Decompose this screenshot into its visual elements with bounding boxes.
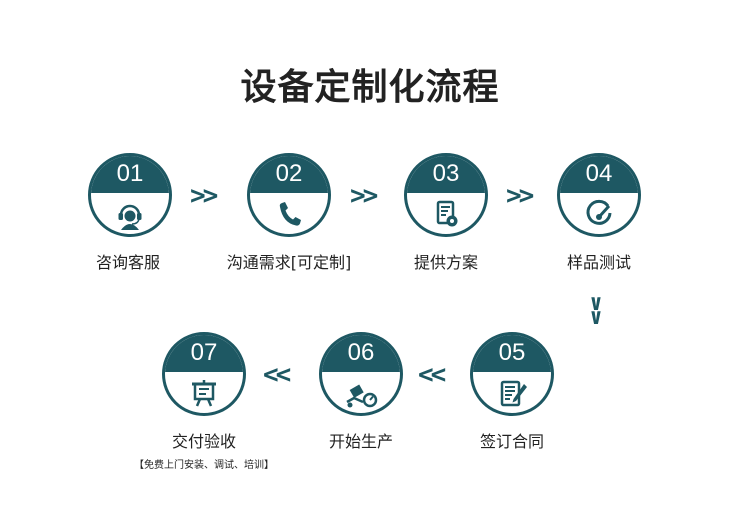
page-title: 设备定制化流程 bbox=[240, 67, 500, 108]
step-number: 02 bbox=[275, 160, 303, 187]
step-circle: 06 bbox=[319, 332, 403, 416]
step-circle: 01 bbox=[88, 153, 172, 237]
step-02: 02 bbox=[247, 153, 331, 237]
arrow-right: >> bbox=[506, 181, 534, 211]
step-number: 03 bbox=[432, 160, 460, 187]
presentation-board-icon bbox=[192, 380, 216, 407]
step-07: 07 bbox=[162, 332, 246, 416]
step-label: 提供方案 bbox=[413, 253, 478, 272]
step-label: 交付验收 bbox=[171, 432, 236, 451]
step-circle: 05 bbox=[470, 332, 554, 416]
step-label: 咨询客服 bbox=[95, 253, 160, 272]
step-circle: 02 bbox=[247, 153, 331, 237]
arrow-left: << bbox=[418, 360, 446, 390]
step-label: 沟通需求[可定制] bbox=[226, 253, 352, 272]
step-06: 06 bbox=[319, 332, 403, 416]
step-number: 07 bbox=[190, 339, 218, 366]
contract-pen-icon bbox=[500, 380, 527, 407]
step-label: 开始生产 bbox=[328, 432, 393, 451]
arrow-right: >> bbox=[190, 181, 218, 211]
step-label: 样品测试 bbox=[566, 253, 631, 272]
gauge-check-icon bbox=[586, 199, 612, 225]
step-number: 06 bbox=[347, 339, 375, 366]
arrow-down: ∨∨ bbox=[589, 291, 603, 330]
step-05: 05 bbox=[470, 332, 554, 416]
step-04: 04 bbox=[557, 153, 641, 237]
customer-service-headset-icon bbox=[118, 204, 142, 230]
document-settings-icon bbox=[436, 200, 458, 227]
step-01: 01 bbox=[88, 153, 172, 237]
step-circle: 07 bbox=[162, 332, 246, 416]
phone-icon bbox=[279, 202, 301, 226]
step-number: 01 bbox=[116, 160, 144, 187]
step-number: 05 bbox=[498, 339, 526, 366]
step-circle: 04 bbox=[557, 153, 641, 237]
arrow-right: >> bbox=[350, 181, 378, 211]
arrow-left: << bbox=[263, 360, 291, 390]
step-03: 03 bbox=[404, 153, 488, 237]
step-label: 签订合同 bbox=[479, 432, 544, 451]
production-cart-icon bbox=[346, 384, 378, 408]
service-note: 【免费上门安装、调试、培训】 bbox=[134, 460, 274, 471]
step-number: 04 bbox=[585, 160, 613, 187]
step-circle: 03 bbox=[404, 153, 488, 237]
